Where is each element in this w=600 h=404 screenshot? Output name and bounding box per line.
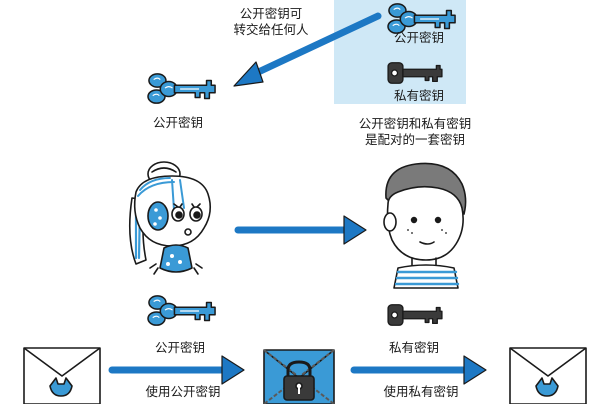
give-public-key-caption-line2: 转交给任何人 [233,22,309,37]
encrypt-caption: 使用公开密钥 [145,384,221,399]
left-public-key-label: 公开密钥 [152,115,203,130]
envelope-icon [23,347,101,404]
panel-public-key-label: 公开密钥 [393,30,444,45]
key-pair-note-line2: 是配对的一套密钥 [364,132,465,147]
boy-character [383,162,467,289]
panel-private-key-label: 私有密钥 [393,88,444,103]
give-public-key-caption-line1: 公开密钥可 [239,6,303,21]
bottom-public-key-label: 公开密钥 [154,340,205,355]
locked-envelope-icon [263,349,335,404]
key-pair-note-line1: 公开密钥和私有密钥 [358,116,472,131]
decrypted-envelope-icon [509,347,587,404]
bottom-private-key-label: 私有密钥 [388,340,439,355]
decrypt-caption: 使用私有密钥 [383,384,459,399]
girl-character [128,161,212,275]
